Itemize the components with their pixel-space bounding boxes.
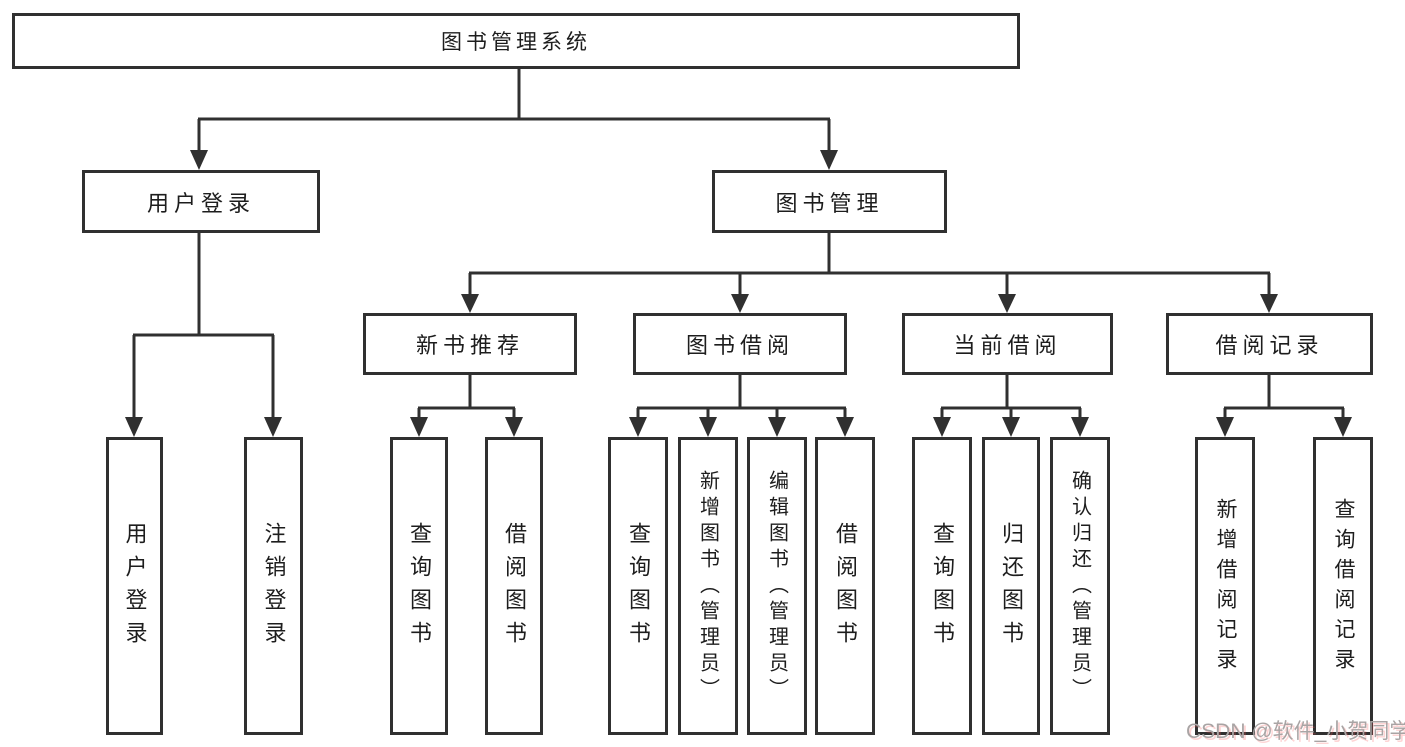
connector-user-login <box>125 233 282 437</box>
arrow-down-icon <box>1260 294 1278 313</box>
arrow-down-icon <box>505 417 523 437</box>
arrow-down-icon <box>264 417 282 437</box>
node-current-borrowing: 当前借阅 <box>902 313 1113 375</box>
connector-new-book-recommendation <box>410 375 523 437</box>
arrow-down-icon <box>1002 417 1020 437</box>
arrow-down-icon <box>731 294 749 313</box>
arrow-down-icon <box>768 417 786 437</box>
leaf-query-books-recommend: 查询图书 <box>390 437 448 735</box>
leaf-logout: 注销登录 <box>244 437 303 735</box>
connector-book-borrowing <box>629 375 854 437</box>
arrow-down-icon <box>699 417 717 437</box>
arrow-down-icon <box>461 294 479 313</box>
arrow-down-icon <box>125 417 143 437</box>
arrow-down-icon <box>836 417 854 437</box>
node-user-login: 用户登录 <box>82 170 320 233</box>
connector-borrow-records <box>1216 375 1352 437</box>
arrow-down-icon <box>1334 417 1352 437</box>
arrow-down-icon <box>629 417 647 437</box>
leaf-edit-book-admin: 编辑图书（管理员） <box>747 437 807 735</box>
node-borrow-records: 借阅记录 <box>1166 313 1373 375</box>
leaf-query-books-current: 查询图书 <box>912 437 972 735</box>
node-library-system: 图书管理系统 <box>12 13 1020 69</box>
leaf-user-login: 用户登录 <box>106 437 163 735</box>
leaf-return-books: 归还图书 <box>982 437 1040 735</box>
arrow-down-icon <box>820 150 838 170</box>
leaf-borrow-books-borrowing: 借阅图书 <box>815 437 875 735</box>
leaf-query-books-borrowing: 查询图书 <box>608 437 668 735</box>
arrow-down-icon <box>1071 417 1089 437</box>
connector-current-borrowing <box>933 375 1089 437</box>
node-book-borrowing: 图书借阅 <box>633 313 847 375</box>
leaf-confirm-return-admin: 确认归还（管理员） <box>1050 437 1110 735</box>
leaf-borrow-books-recommend: 借阅图书 <box>485 437 543 735</box>
arrow-down-icon <box>933 417 951 437</box>
connector-book-management <box>461 233 1278 313</box>
arrow-down-icon <box>410 417 428 437</box>
leaf-query-borrow-record: 查询借阅记录 <box>1313 437 1373 735</box>
connector-root <box>190 69 838 170</box>
node-new-book-recommendation: 新书推荐 <box>363 313 577 375</box>
arrow-down-icon <box>190 150 208 170</box>
node-book-management: 图书管理 <box>712 170 947 233</box>
arrow-down-icon <box>998 294 1016 313</box>
leaf-add-borrow-record: 新增借阅记录 <box>1195 437 1255 735</box>
arrow-down-icon <box>1216 417 1234 437</box>
leaf-add-book-admin: 新增图书（管理员） <box>678 437 738 735</box>
